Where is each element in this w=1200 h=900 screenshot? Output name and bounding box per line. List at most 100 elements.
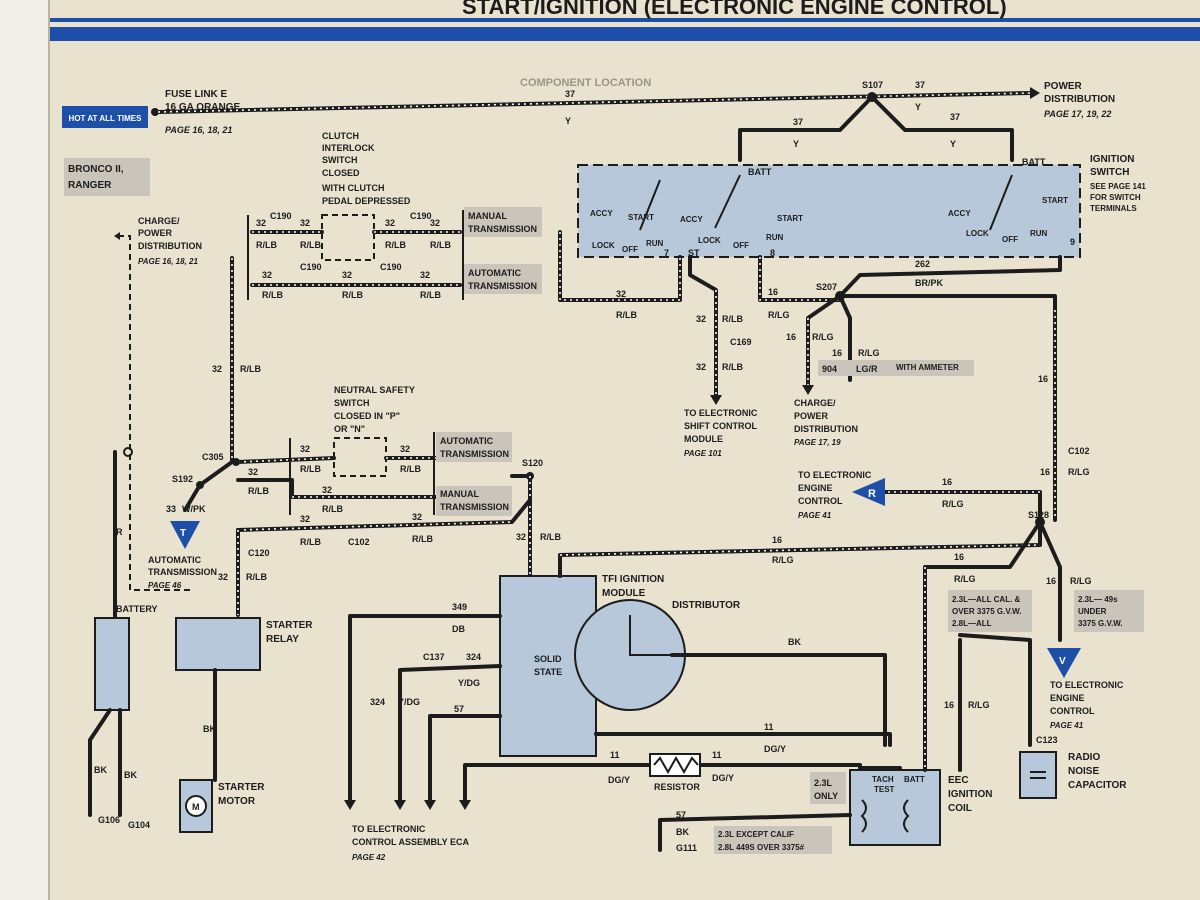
wire-16-v-color: R/LG [1070, 576, 1092, 586]
neutral-4: OR "N" [334, 424, 365, 434]
wire-349-color: DB [452, 624, 465, 634]
eec-r-arrow [852, 478, 885, 506]
coil-batt-label: BATT [904, 775, 925, 784]
ground-option-box [714, 826, 832, 854]
wire-32-neutral-stripe [237, 457, 438, 463]
wire-16-charge-num: 16 [786, 332, 796, 342]
manual-trans-box-top [464, 207, 542, 237]
wire-32-shift-num: 32 [696, 314, 706, 324]
eca-arrow-3 [424, 800, 436, 810]
wire-16-ammeter-num: 16 [832, 348, 842, 358]
auto-trans-top-2: TRANSMISSION [468, 281, 537, 291]
c190-b: C190 [410, 211, 432, 221]
r-lb-b: R/LB [300, 240, 321, 250]
wire-16-coil-b-num: 16 [944, 700, 954, 710]
to-eec-v-3: CONTROL [1050, 706, 1095, 716]
wire-16-coil-a-num: 16 [954, 552, 964, 562]
coil-winding-right [903, 799, 910, 833]
ignition-switch-line3: SEE PAGE 141 [1090, 182, 1146, 191]
left-facing-page [0, 0, 50, 900]
wire-16-tfi-num: 16 [772, 535, 782, 545]
auto-trans-t-arrow [170, 521, 200, 549]
wire-33 [183, 460, 234, 512]
manual-trans-mid-1: MANUAL [440, 489, 479, 499]
solid-state-2: STATE [534, 667, 562, 677]
r-lb-c102-b: R/LB [412, 534, 433, 544]
radio-cap-3: CAPACITOR [1068, 780, 1127, 791]
switch-contact-2 [714, 174, 741, 229]
t-letter: T [180, 528, 186, 539]
accy-label-3: ACCY [948, 209, 971, 218]
r-lb-neutral-d: R/LB [322, 504, 343, 514]
run-label-1: RUN [646, 239, 664, 248]
c169-label: C169 [730, 337, 752, 347]
wire-37-number: 37 [565, 89, 575, 99]
neutral-safety-switch [333, 437, 387, 477]
ignition-switch-line4: FOR SWITCH [1090, 193, 1141, 202]
splice-c305 [232, 458, 240, 466]
r-lb-e: R/LB [262, 290, 283, 300]
wire-37-left-number: 37 [793, 117, 803, 127]
clutch-switch-line6: PEDAL DEPRESSED [322, 196, 411, 206]
start-label-2: START [777, 214, 803, 223]
to-eca-2: CONTROL ASSEMBLY ECA [352, 837, 470, 847]
manual-trans-top-1: MANUAL [468, 211, 507, 221]
solid-state-1: SOLID [534, 654, 562, 664]
lock-label-1: LOCK [592, 241, 615, 250]
wire-324-num-b: 324 [370, 697, 385, 707]
only-23-box [810, 772, 846, 804]
manual-trans-top-2: TRANSMISSION [468, 224, 537, 234]
wire-349 [348, 614, 502, 802]
bk-ground: BK [676, 827, 689, 837]
wire-r-color: R [116, 527, 123, 537]
fuse-link-node [151, 108, 159, 116]
ammeter-note: WITH AMMETER [896, 363, 959, 372]
shift-module-3: MODULE [684, 434, 723, 444]
background-text: COMPONENT LOCATION [520, 77, 651, 89]
wire-16-terminal8-stripe [759, 257, 840, 301]
neutral-2: SWITCH [334, 398, 370, 408]
wire-32-d: 32 [430, 218, 440, 228]
charge-left-4: PAGE 16, 18, 21 [138, 257, 198, 266]
tfi-module-2: MODULE [602, 588, 646, 599]
wire-32-c120-num: 32 [218, 572, 228, 582]
wire-262-num: 262 [915, 259, 930, 269]
r-lb-neutral-a: R/LB [248, 486, 269, 496]
auto-trans-box-top [464, 264, 542, 294]
power-dist-top-line2: DISTRIBUTION [1044, 94, 1115, 105]
header-rule-bar [50, 27, 1200, 41]
shift-module-1: TO ELECTRONIC [684, 408, 758, 418]
to-eec-r-1: TO ELECTRONIC [798, 470, 872, 480]
accy-label-1: ACCY [590, 209, 613, 218]
wire-16-ammeter-color: R/LG [858, 348, 880, 358]
clutch-switch-line2: INTERLOCK [322, 143, 375, 153]
wire-16-coil-b-color: R/LG [968, 700, 990, 710]
cal-box-2: OVER 3375 G.V.W. [952, 607, 1022, 616]
tfi-module-1: TFI IGNITION [602, 574, 664, 585]
run-label-2: RUN [766, 233, 784, 242]
off-label-1: OFF [622, 245, 638, 254]
wire-16-coil-a-color: R/LG [954, 574, 976, 584]
wire-16-t8-color: R/LG [768, 310, 790, 320]
under-box-1: 2.3L— 49s [1078, 595, 1118, 604]
to-eca-1: TO ELECTRONIC [352, 824, 426, 834]
charge-mid-arrow [802, 385, 814, 395]
wire-32-mid-color: R/LB [616, 310, 637, 320]
starter-motor-1: STARTER [218, 782, 265, 793]
cal-box-3: 2.8L—ALL [952, 619, 992, 628]
clutch-switch-line1: CLUTCH [322, 131, 359, 141]
neutral-3: CLOSED IN "P" [334, 411, 400, 421]
distributor-rotor [629, 615, 672, 656]
start-label-3: START [1042, 196, 1068, 205]
ignition-switch-panel [577, 164, 1081, 258]
bk-g104: BK [124, 770, 137, 780]
wire-32-c102-b: 32 [412, 512, 422, 522]
charge-mid-1: CHARGE/ [794, 398, 836, 408]
wire-324-num: 324 [466, 652, 481, 662]
wire-32-to-switch-stripe [559, 232, 681, 301]
terminal-9: 9 [1070, 237, 1075, 247]
wire-11-eca-color: DG/Y [608, 775, 630, 785]
r-lb-neutral-b: R/LB [300, 464, 321, 474]
wire-32-c102-a: 32 [300, 514, 310, 524]
auto-trans-page-1: AUTOMATIC [148, 555, 202, 565]
